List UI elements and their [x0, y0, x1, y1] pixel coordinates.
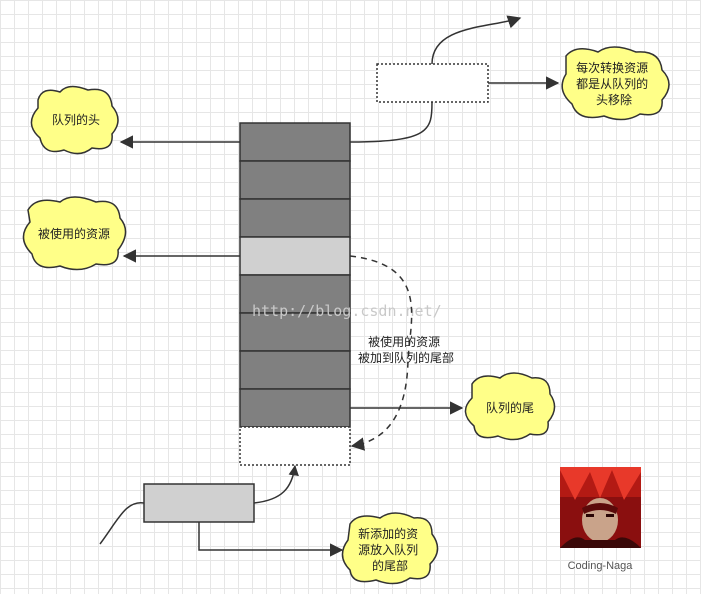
- queue-cell-5: [239, 274, 351, 314]
- author-avatar: [560, 467, 641, 548]
- new-note-label: 新添加的资 源放入队列 的尾部: [358, 526, 422, 573]
- queue-head-label: 队列的头: [52, 112, 100, 127]
- queue-cell-6: [239, 312, 351, 352]
- swap-note-label: 每次转换资源 都是从队列的 头移除: [576, 60, 652, 107]
- new-resource-to-tail: [253, 464, 299, 504]
- queue-tail-slot: [239, 426, 351, 466]
- removed-resource-box: [376, 63, 489, 103]
- queue-stack: [239, 122, 351, 466]
- queue-cell-1: [239, 122, 351, 162]
- queue-cell-used: [239, 236, 351, 276]
- avatar-caption: Coding-Naga: [568, 560, 634, 572]
- queue-tail-cloud: [464, 372, 556, 441]
- queue-cell-8: [239, 388, 351, 428]
- watermark-text: http://blog.csdn.net/: [252, 302, 442, 320]
- used-resource-cloud: [22, 196, 127, 271]
- queue-cell-3: [239, 198, 351, 238]
- used-resource-label: 被使用的资源: [38, 226, 110, 241]
- new-resource-box: [143, 483, 255, 523]
- new-note-arrow: [198, 522, 344, 557]
- queue-head-cloud: [30, 85, 119, 155]
- new-resource-incoming: [99, 502, 145, 545]
- head-removal-curve: [349, 18, 520, 143]
- moved-note-label: 被使用的资源 被加到队列的尾部: [358, 334, 454, 365]
- queue-tail-label: 队列的尾: [486, 400, 534, 415]
- queue-cell-7: [239, 350, 351, 390]
- swap-note-cloud: [561, 46, 670, 121]
- new-note-cloud: [341, 512, 439, 585]
- queue-cell-2: [239, 160, 351, 200]
